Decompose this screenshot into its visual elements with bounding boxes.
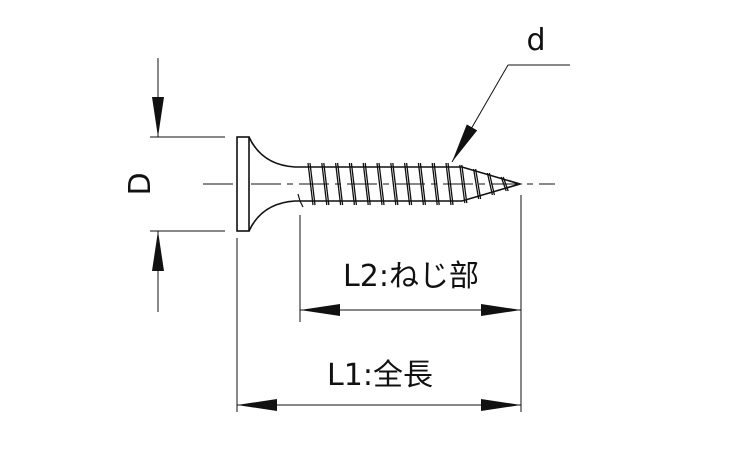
thread [472,168,482,200]
thread [334,162,344,206]
label-L2: L2:ねじ部 [343,259,479,294]
thread [486,172,496,196]
thread [321,162,330,206]
thread [390,162,399,206]
label-d: d [526,23,545,58]
dimension-D [150,58,225,312]
dimension-d-leader [451,64,570,163]
label-D: D [123,172,158,195]
thread [403,162,413,206]
screw-head [236,136,308,232]
thread [348,162,358,206]
thread [459,164,468,204]
label-L1: L1:全長 [327,358,433,393]
thread [417,162,427,206]
thread [500,176,509,192]
thread [376,162,385,206]
thread [362,162,371,206]
thread [431,162,440,206]
thread [445,162,454,206]
thread [307,162,316,206]
screw-threads [302,162,523,206]
